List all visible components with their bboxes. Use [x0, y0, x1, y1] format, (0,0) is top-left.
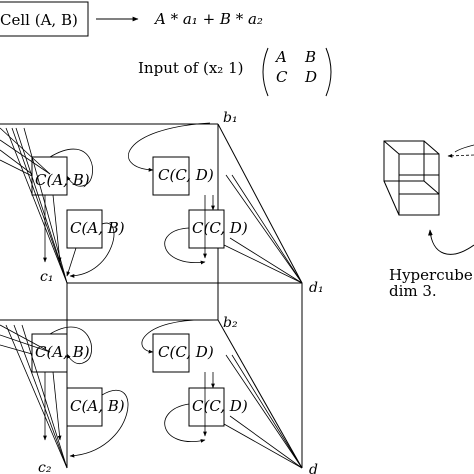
vertex-c2: c₂: [38, 460, 52, 474]
legend-input-label: Input of (x₂ 1): [138, 59, 243, 77]
cell-bottom-back-left: C(A, B): [35, 343, 90, 361]
matrix-b: B: [304, 48, 316, 66]
matrix-d: D: [304, 68, 317, 86]
hypercube-sketch: [383, 140, 474, 255]
cell-top-front-right: C(C, D): [192, 219, 248, 237]
legend-cell-label: Cell (A, B): [0, 11, 78, 29]
cell-top-back-right: C(C, D): [158, 166, 214, 184]
matrix-a: A: [274, 48, 287, 66]
hypercube-label-line2: dim 3.: [389, 282, 437, 300]
vertex-labels: b₁ c₁ d₁ b₂ c₂ d: [38, 110, 324, 474]
cube-edges: [0, 123, 303, 469]
legend: Cell (A, B) A * a₁ + B * a₂ Input of (x₂…: [0, 1, 332, 97]
cell-boxes: [31, 156, 225, 427]
matrix-c: C: [276, 68, 288, 86]
cell-top-front-left: C(A, B): [70, 219, 125, 237]
vertex-b2: b₂: [223, 315, 238, 331]
cell-labels: C(A, B) C(C, D) C(A, B) C(C, D) C(A, B) …: [35, 166, 248, 415]
cell-bottom-back-right: C(C, D): [158, 343, 214, 361]
vertex-d2: d: [309, 462, 318, 474]
vertex-b1: b₁: [223, 110, 238, 126]
vertex-c1: c₁: [40, 269, 53, 285]
legend-cell-formula: A * a₁ + B * a₂: [153, 10, 263, 28]
hypercube-label-line1: Hypercube: [389, 266, 473, 284]
matrix-left-paren: [262, 47, 269, 97]
matrix-right-paren: [325, 47, 332, 97]
cell-bottom-front-left: C(A, B): [70, 397, 125, 415]
vertex-d1: d₁: [309, 280, 324, 296]
cell-bottom-front-right: C(C, D): [192, 397, 248, 415]
connector-lines: [0, 127, 303, 469]
curved-loops: [49, 122, 211, 458]
cell-arrows: [43, 194, 215, 441]
legend-cell-box: [0, 1, 89, 37]
cell-top-back-left: C(A, B): [35, 171, 90, 189]
